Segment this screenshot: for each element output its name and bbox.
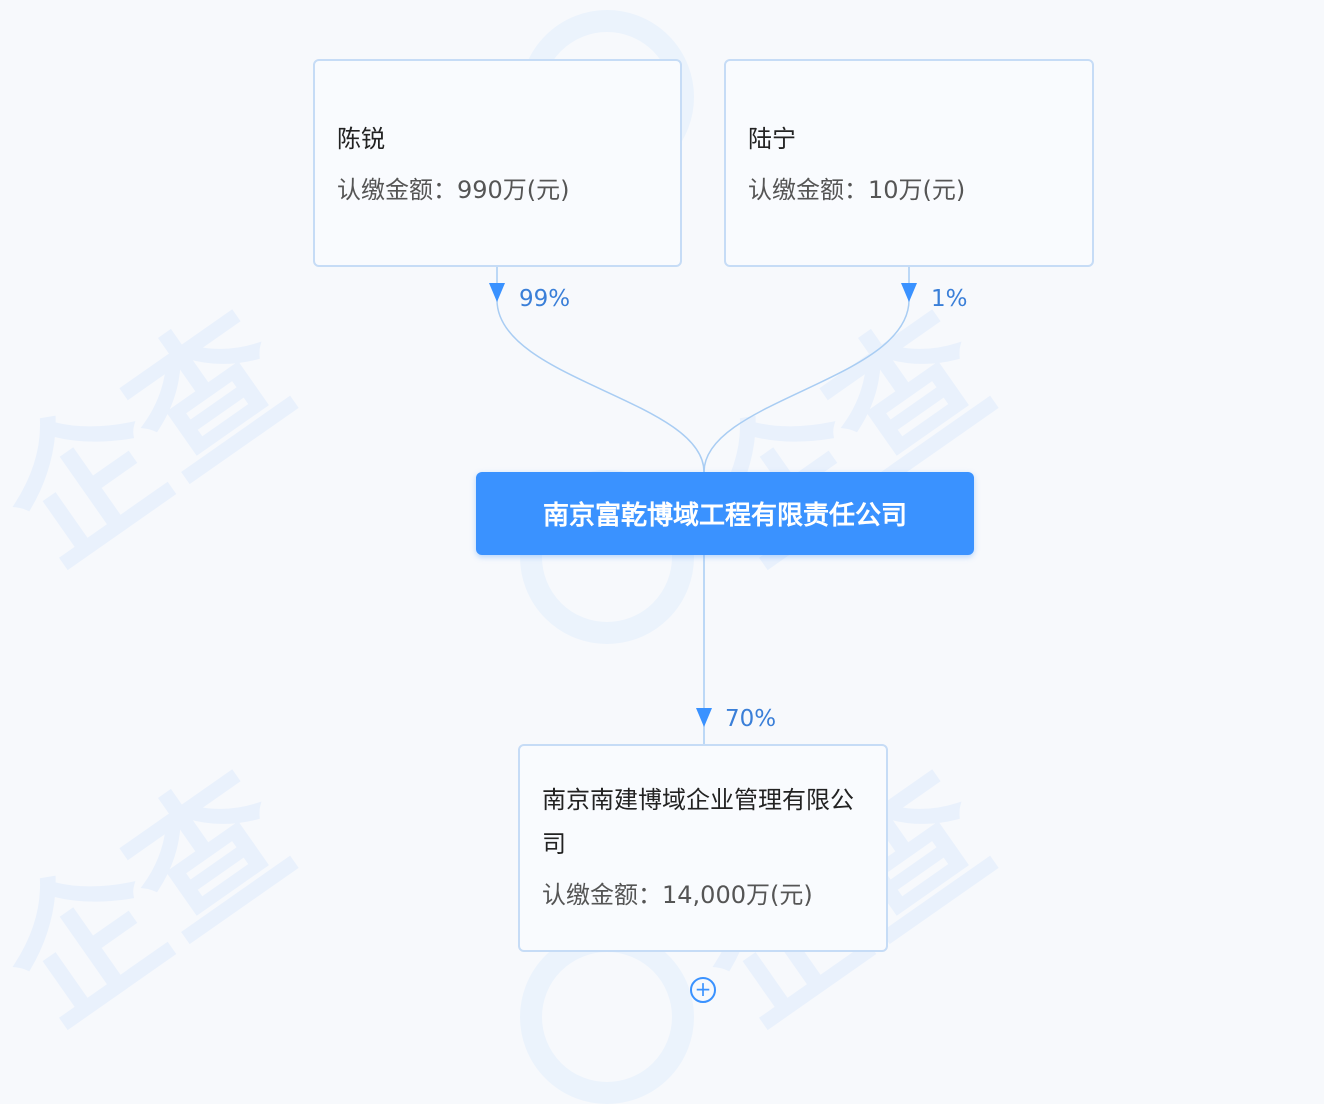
ratio-label-subsidiary: 70% — [725, 706, 777, 732]
subsidiary-name[interactable]: 南京南建博域企业管理有限公司 — [542, 786, 854, 858]
amount-value: 14,000万(元) — [662, 881, 813, 909]
subscribed-amount: 认缴金额：14,000万(元) — [542, 880, 864, 910]
main-company-node[interactable]: 南京富乾博域工程有限责任公司 — [476, 472, 974, 555]
amount-value: 10万(元) — [868, 176, 966, 204]
plus-circle-icon: + — [694, 977, 712, 1001]
link-luning-to-company — [703, 267, 910, 473]
arrow-icon — [696, 708, 712, 727]
shareholder-card-chenrui[interactable]: 陈锐 认缴金额：990万(元) — [313, 59, 682, 267]
shareholder-name[interactable]: 陆宁 — [748, 125, 796, 153]
ratio-label-luning: 1% — [931, 286, 968, 312]
amount-value: 990万(元) — [457, 176, 570, 204]
arrow-icon — [489, 283, 505, 302]
amount-label: 认缴金额： — [542, 881, 662, 909]
expand-button[interactable]: + — [690, 977, 716, 1003]
shareholder-card-luning[interactable]: 陆宁 认缴金额：10万(元) — [724, 59, 1094, 267]
subscribed-amount: 认缴金额：10万(元) — [748, 175, 1070, 205]
amount-label: 认缴金额： — [748, 176, 868, 204]
amount-label: 认缴金额： — [337, 176, 457, 204]
subscribed-amount: 认缴金额：990万(元) — [337, 175, 658, 205]
ratio-label-chenrui: 99% — [519, 286, 571, 312]
subsidiary-card[interactable]: 南京南建博域企业管理有限公司 认缴金额：14,000万(元) — [518, 744, 888, 952]
shareholder-name[interactable]: 陈锐 — [337, 125, 385, 153]
arrow-icon — [901, 283, 917, 302]
link-chenrui-to-company — [496, 267, 705, 473]
